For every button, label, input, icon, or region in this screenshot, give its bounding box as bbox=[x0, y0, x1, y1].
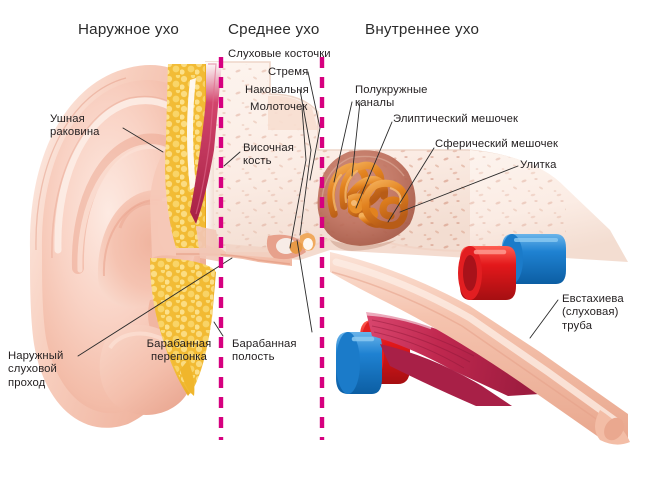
leader-spherical bbox=[387, 147, 435, 223]
label-tympanic-cavity: Барабанная полость bbox=[232, 338, 297, 364]
tympanic-cavity-illustration bbox=[196, 226, 316, 262]
leader-external-canal bbox=[77, 257, 233, 357]
leader-ossicles-incus bbox=[299, 89, 312, 236]
leader-auricle bbox=[122, 127, 164, 153]
inner-ear-labyrinth-illustration bbox=[317, 150, 416, 251]
leader-ossicles-malleus bbox=[289, 107, 307, 249]
section-title-inner-ear: Внутреннее ухо bbox=[365, 21, 480, 38]
leader-tympanic-cavity bbox=[296, 239, 313, 333]
label-tympanic-membrane: Барабанная перепонка bbox=[146, 338, 212, 364]
leader-semicircular-2 bbox=[351, 101, 361, 177]
label-temporal-bone: Височная кость bbox=[243, 142, 294, 168]
label-semicircular-canals: Полукружные каналы bbox=[355, 84, 428, 110]
section-dividers bbox=[218, 57, 325, 440]
label-spherical-sac: Сферический мешочек bbox=[435, 138, 559, 150]
leader-cochlea bbox=[399, 165, 519, 213]
section-title-outer-ear: Наружное ухо bbox=[78, 21, 179, 38]
label-eustachian-tube: Евстахиева (слуховая) труба bbox=[562, 293, 624, 332]
leader-temporal-bone bbox=[223, 151, 241, 167]
leader-tympanic-membrane bbox=[213, 321, 224, 337]
label-elliptical-sac: Элиптический мешочек bbox=[393, 113, 519, 125]
temporal-muscle-illustration bbox=[190, 62, 222, 224]
leader-lines bbox=[77, 71, 559, 357]
label-auricle: Ушная раковина bbox=[50, 113, 100, 139]
label-auditory-ossicles: Слуховые косточки bbox=[228, 48, 331, 60]
blood-vessels-right-illustration bbox=[458, 234, 566, 300]
pharyngeal-muscles-illustration bbox=[365, 308, 540, 406]
cochlea-illustration bbox=[361, 179, 409, 230]
label-cochlea: Улитка bbox=[520, 159, 557, 171]
label-malleus: Молоточек bbox=[250, 101, 308, 113]
leader-elliptical bbox=[355, 121, 393, 209]
label-external-auditory-canal: Наружный слуховой проход bbox=[8, 350, 64, 389]
label-stapes: Стремя bbox=[268, 66, 309, 78]
leader-semicircular-1 bbox=[333, 101, 353, 183]
label-incus: Наковальня bbox=[245, 84, 309, 96]
eustachian-tube-illustration bbox=[330, 252, 630, 445]
section-title-middle-ear: Среднее ухо bbox=[228, 21, 320, 38]
leader-eustachian bbox=[529, 299, 559, 339]
